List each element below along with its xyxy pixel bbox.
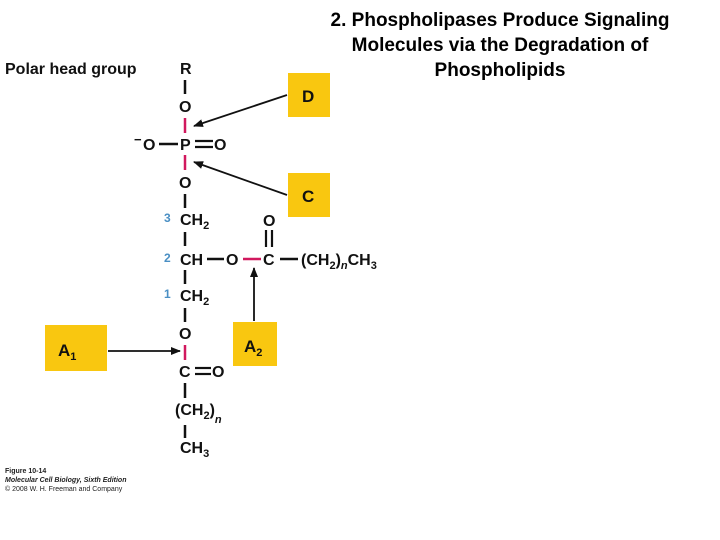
arrow-d — [193, 94, 288, 127]
atom-o-sn2: O — [226, 252, 238, 269]
charge-minus: − — [134, 132, 142, 147]
enzyme-a2-box: A2 — [233, 322, 277, 366]
polar-head-group-label: Polar head group — [5, 61, 137, 78]
group-ch3-terminal: CH3 — [180, 440, 209, 460]
fatty-acid-chain-sn1: (CH2)n — [175, 402, 222, 426]
enzyme-c-label: C — [302, 187, 314, 206]
fatty-acid-chain-sn2: (CH2)nCH3 — [301, 252, 377, 272]
atom-o-carbonyl-sn2: O — [263, 213, 275, 230]
group-ch2-c1: CH2 — [180, 288, 209, 308]
arrow-c — [193, 161, 288, 196]
caption-copyright: © 2008 W. H. Freeman and Company — [5, 485, 123, 493]
enzyme-a1-label: A1 — [58, 341, 76, 363]
atom-o-carbonyl-sn1: O — [212, 364, 224, 381]
caption-book-title: Molecular Cell Biology, Sixth Edition — [5, 477, 126, 484]
caption-figure-number: Figure 10-14 — [5, 468, 46, 475]
atom-o-sn1: O — [179, 326, 191, 343]
carbon-number-1: 1 — [164, 287, 171, 301]
enzyme-d-box: D — [288, 73, 330, 117]
atom-c-sn2: C — [263, 252, 275, 269]
atom-o-right: O — [214, 137, 226, 154]
group-ch2-c3: CH2 — [180, 212, 209, 232]
atom-c-sn1: C — [179, 364, 191, 381]
title-line-2: Molecules via the Degradation of — [351, 35, 649, 56]
atom-o-top: O — [179, 99, 191, 116]
atom-o-mid: O — [179, 175, 191, 192]
title-line-1: 2. Phospholipases Produce Signaling — [330, 10, 670, 31]
enzyme-a2-label: A2 — [244, 337, 262, 359]
carbon-number-3: 3 — [164, 211, 171, 225]
enzyme-c-box: C — [288, 173, 330, 217]
atom-p: P — [180, 137, 191, 154]
group-ch-c2: CH — [180, 252, 203, 269]
atom-r: R — [180, 61, 192, 78]
title-line-3: Phospholipids — [434, 60, 566, 81]
carbon-number-2: 2 — [164, 251, 171, 265]
atom-o-left: O — [143, 137, 155, 154]
slide-title: 2. Phospholipases Produce Signaling Mole… — [300, 8, 700, 83]
enzyme-d-label: D — [302, 87, 314, 106]
enzyme-a1-box: A1 — [45, 325, 107, 371]
